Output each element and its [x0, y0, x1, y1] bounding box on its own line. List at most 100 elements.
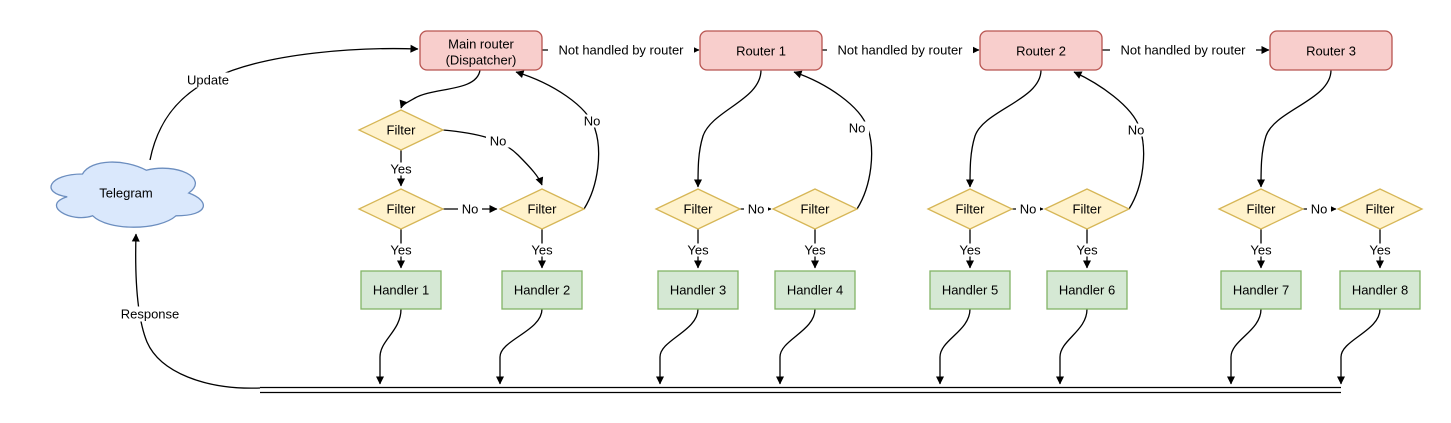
label-bg — [387, 243, 415, 257]
handler-label: Handler 5 — [942, 283, 998, 298]
router-2-box — [979, 30, 1103, 71]
filter-label: Filter — [528, 202, 558, 217]
node-handler-5: Handler 5 — [929, 270, 1011, 310]
edge-label-yes-6: Yes — [1073, 243, 1101, 258]
edge-handler-5-drop — [936, 308, 971, 385]
router-3-box — [1269, 30, 1393, 71]
node-handler-6: Handler 6 — [1046, 270, 1128, 310]
router-1-label: Router 1 — [736, 44, 786, 59]
node-filter-g3-left: Filter — [1217, 188, 1305, 230]
yes-label: Yes — [1369, 243, 1391, 258]
handler-label: Handler 4 — [787, 283, 843, 298]
handler-box-shape — [501, 270, 583, 310]
router-1-box — [699, 30, 823, 71]
edge-handler-3-drop — [656, 308, 699, 385]
handler-box-shape — [774, 270, 856, 310]
filter-diamond-shape — [1043, 188, 1131, 230]
not-handled-label: Not handled by router — [1120, 43, 1246, 58]
filter-diamond-shape — [357, 188, 445, 230]
node-filter-g0-top: Filter — [357, 109, 445, 151]
edge-no-return-g1 — [793, 70, 873, 210]
label-bg — [528, 243, 556, 257]
handler-label: Handler 3 — [670, 283, 726, 298]
label-bg — [1073, 243, 1101, 257]
node-filter-g0-left: Filter — [357, 188, 445, 230]
handler-box-shape — [929, 270, 1011, 310]
edge-router1-to-filter — [694, 69, 762, 188]
edge-handler-1-drop — [376, 308, 402, 385]
edge-filter-no-curve-g0 — [442, 129, 544, 186]
label-bg — [684, 243, 712, 257]
edge-no-return-g2 — [1073, 71, 1145, 210]
label-bg — [580, 114, 604, 128]
label-bg — [180, 72, 236, 88]
filter-label: Filter — [387, 202, 417, 217]
edge-handler-6-drop — [1056, 308, 1088, 385]
edge-handler-7-drop — [1227, 308, 1262, 385]
node-handler-4: Handler 4 — [774, 270, 856, 310]
edge-label-not-handled-3: Not handled by router — [1110, 42, 1256, 58]
label-bg — [1110, 42, 1256, 58]
filter-diamond-shape — [771, 188, 859, 230]
handler-label: Handler 1 — [373, 283, 429, 298]
filter-label: Filter — [956, 202, 986, 217]
handler-label: Handler 7 — [1233, 283, 1289, 298]
node-filter-g2-left: Filter — [926, 188, 1014, 230]
filter-label: Filter — [684, 202, 714, 217]
edge-label-no-return-g1: No — [845, 121, 869, 136]
cloud-icon — [50, 161, 204, 228]
main-router-label-line1: Main router — [448, 37, 514, 52]
filter-label: Filter — [387, 123, 417, 138]
label-bg — [1016, 202, 1040, 216]
node-handler-8: Handler 8 — [1339, 270, 1421, 310]
edge-label-yes-2: Yes — [528, 243, 556, 258]
yes-label: Yes — [390, 243, 412, 258]
filter-diamond-shape — [926, 188, 1014, 230]
cloud-label: Telegram — [99, 186, 152, 201]
edge-label-no-mid-g2: No — [1016, 202, 1040, 217]
label-bg — [744, 202, 768, 216]
edge-label-response: Response — [116, 306, 184, 322]
node-filter-g0-right: Filter — [498, 188, 586, 230]
no-label: No — [584, 114, 601, 129]
label-bg — [827, 42, 973, 58]
edge-label-yes-1: Yes — [387, 243, 415, 258]
label-bg — [116, 306, 184, 322]
edge-handler-2-drop — [496, 308, 543, 385]
handler-box-shape — [657, 270, 739, 310]
node-handler-2: Handler 2 — [501, 270, 583, 310]
label-bg — [845, 121, 869, 135]
node-filter-g1-left: Filter — [654, 188, 742, 230]
main-router-label-line2: (Dispatcher) — [446, 53, 517, 68]
label-bg — [458, 202, 482, 216]
node-router-3: Router 3 — [1269, 30, 1393, 71]
edge-label-yes-7: Yes — [1247, 243, 1275, 258]
edge-no-return-g0 — [515, 70, 600, 210]
edge-label-not-handled-2: Not handled by router — [827, 42, 973, 58]
yes-label: Yes — [959, 243, 981, 258]
edge-label-no-mid-g0: No — [458, 202, 482, 217]
not-handled-label: Not handled by router — [558, 43, 684, 58]
handler-label: Handler 6 — [1059, 283, 1115, 298]
no-label: No — [748, 202, 765, 217]
not-handled-label: Not handled by router — [837, 43, 963, 58]
router-2-label: Router 2 — [1016, 44, 1066, 59]
label-bg — [1366, 243, 1394, 257]
filter-label: Filter — [1247, 202, 1277, 217]
filter-diamond-shape — [654, 188, 742, 230]
node-handler-1: Handler 1 — [360, 270, 442, 310]
node-telegram-cloud: Telegram — [50, 161, 204, 228]
label-bg — [387, 162, 415, 176]
handler-box-shape — [360, 270, 442, 310]
no-label: No — [1128, 123, 1145, 138]
edge-router2-to-filter — [966, 69, 1042, 188]
no-label: No — [490, 134, 507, 149]
edge-update — [149, 44, 419, 161]
edge-label-no-curve-g0: No — [486, 134, 510, 149]
edge-label-update: Update — [180, 72, 236, 88]
edge-label-yes-3: Yes — [684, 243, 712, 258]
yes-label: Yes — [390, 162, 412, 177]
main-router-box — [419, 30, 543, 71]
